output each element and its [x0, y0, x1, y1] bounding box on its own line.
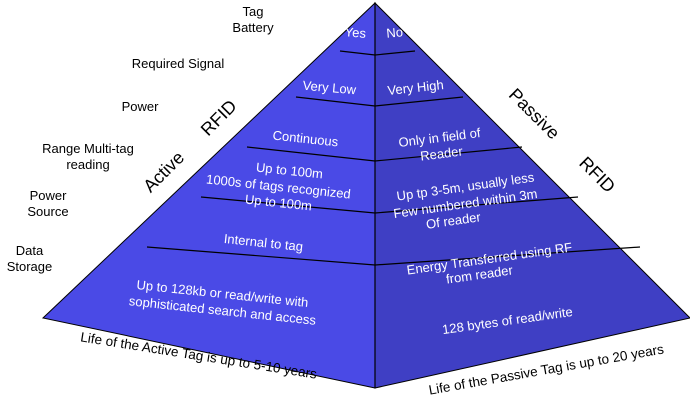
passive-label: Passive [505, 84, 564, 143]
row-label-battery: Battery [232, 20, 274, 35]
passive-power-line-2: Reader [419, 143, 464, 163]
active-signal-cell: Very Low [302, 78, 357, 98]
row-label-range-multi-tag: Range Multi-tag reading [28, 141, 148, 173]
row-label-power-source-line-2: Source [27, 204, 69, 219]
passive-battery-cell: No [386, 24, 404, 40]
passive-tier-lines [374, 50, 641, 266]
row-label-required-signal: Required Signal [131, 56, 225, 71]
row-label-tag-battery: Tag Battery [228, 4, 278, 36]
active-power-cell: Continuous [272, 128, 339, 150]
row-label-data-storage: Data Storage [2, 243, 57, 275]
active-battery-cell: Yes [344, 24, 367, 41]
active-range-line-1: Up to 100m [255, 160, 323, 182]
row-label-storage-line-2: Storage [6, 259, 53, 274]
passive-signal-cell: Very High [387, 77, 445, 98]
row-label-power: Power [121, 99, 159, 114]
rfid-right-label: RFID [575, 153, 619, 197]
row-label-tag: Tag [242, 4, 264, 19]
active-range-line-3: Up to 100m [244, 192, 312, 214]
row-label-power-source-line-1: Power [29, 188, 67, 203]
row-label-range-line-2: reading [66, 157, 110, 172]
row-label-power-source: Power Source [18, 188, 78, 220]
rfid-left-label: RFID [197, 96, 241, 140]
row-label-range-line-1: Range Multi-tag [42, 141, 134, 156]
active-tier-lines [146, 50, 376, 266]
row-label-data-line-1: Data [15, 243, 44, 258]
